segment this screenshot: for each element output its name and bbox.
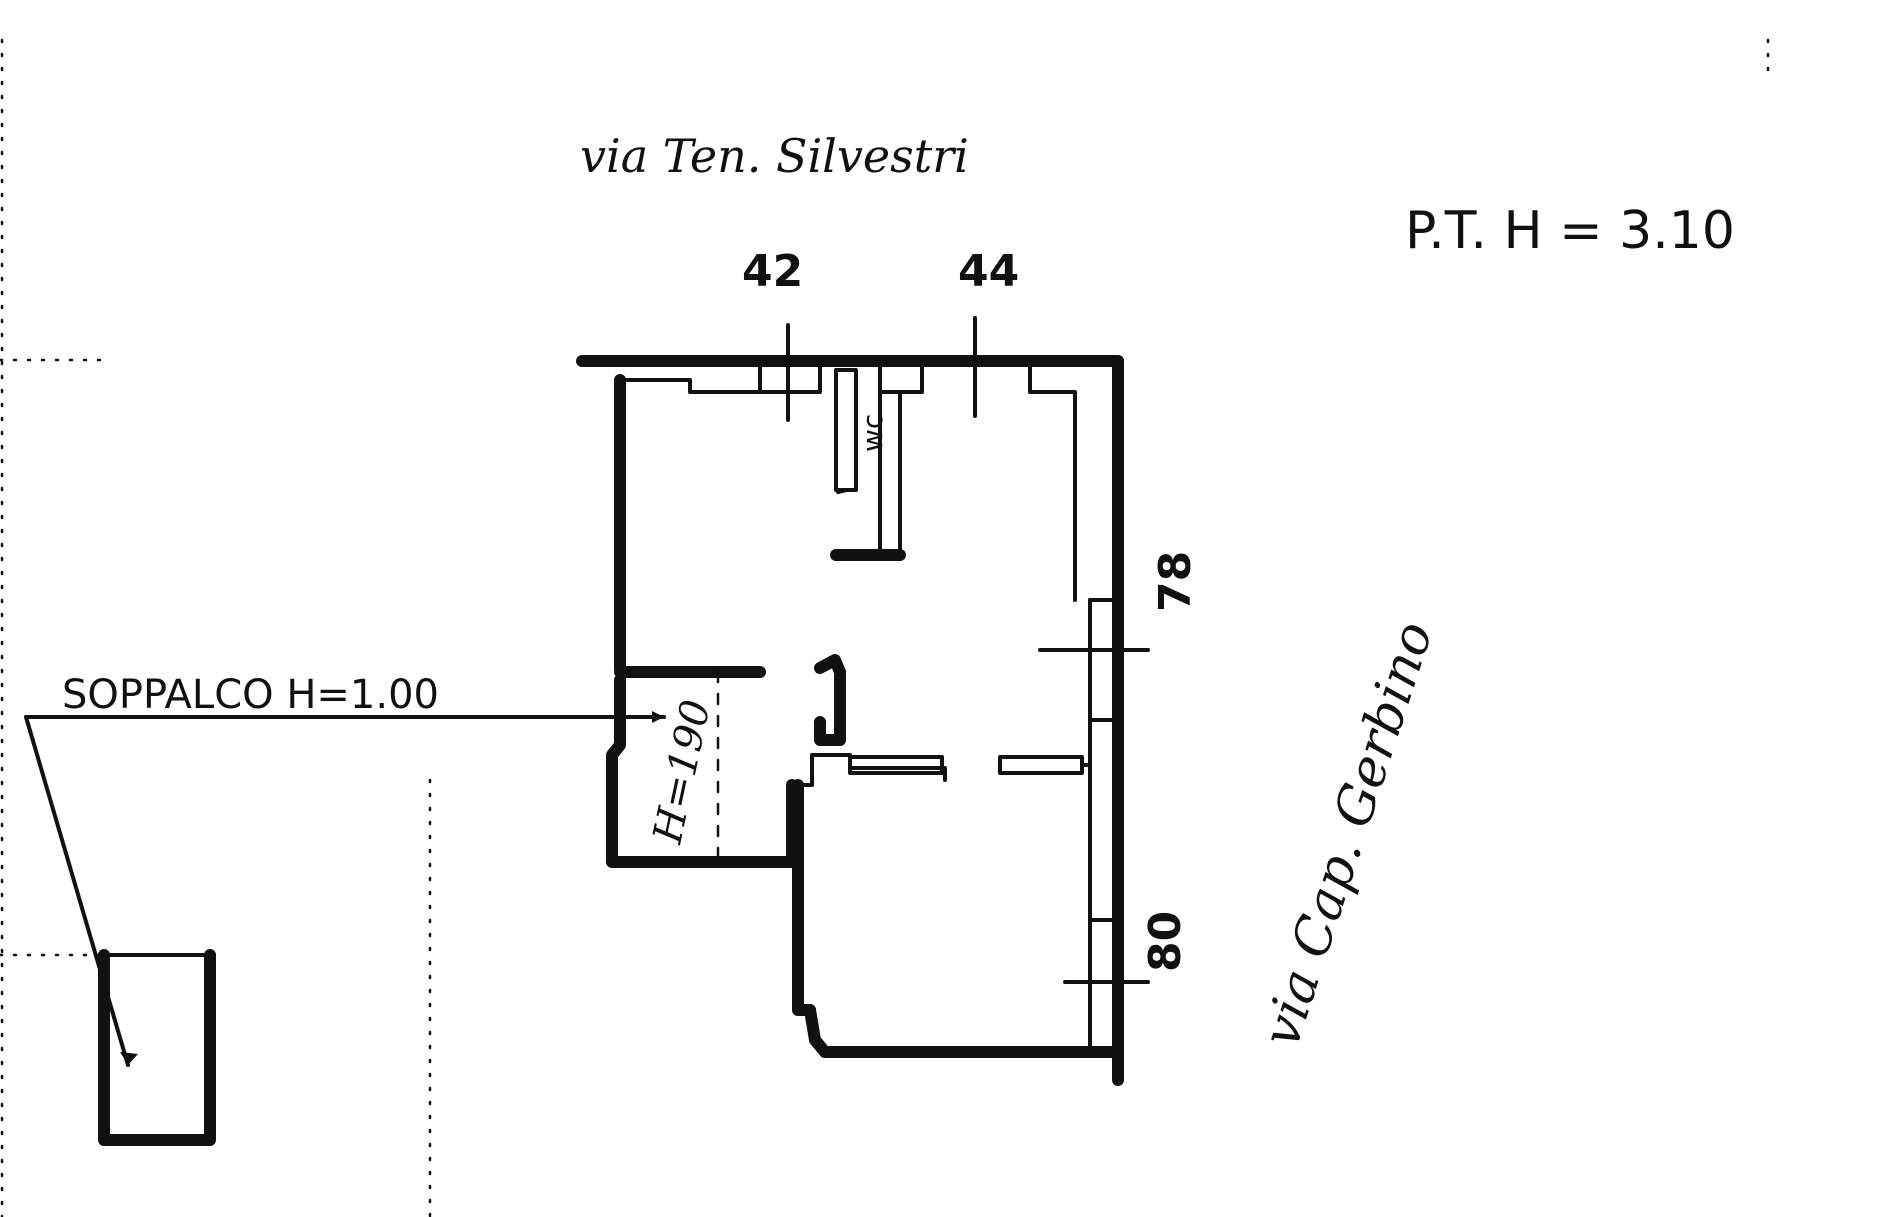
civic-number-80: 80: [1140, 911, 1191, 972]
building-walls: [576, 355, 1124, 1086]
soppalco-leader-line: [24, 711, 666, 1067]
floor-height-label: P.T. H = 3.10: [1405, 201, 1735, 261]
soppalco-plan: [98, 949, 216, 1146]
street-name-right: via Cap. Gerbino: [1251, 615, 1445, 1054]
wc-label: wc: [856, 414, 889, 452]
civic-number-44: 44: [958, 246, 1019, 297]
civic-tick-lines: [786, 316, 1150, 984]
dotted-guide-lines: [0, 358, 432, 1217]
street-name-top: via Ten. Silvestri: [580, 129, 969, 183]
soppalco-label: SOPPALCO H=1.00: [62, 672, 439, 718]
civic-number-78: 78: [1150, 551, 1201, 612]
page-edge-marks: [0, 38, 1770, 1217]
civic-number-42: 42: [742, 246, 803, 297]
